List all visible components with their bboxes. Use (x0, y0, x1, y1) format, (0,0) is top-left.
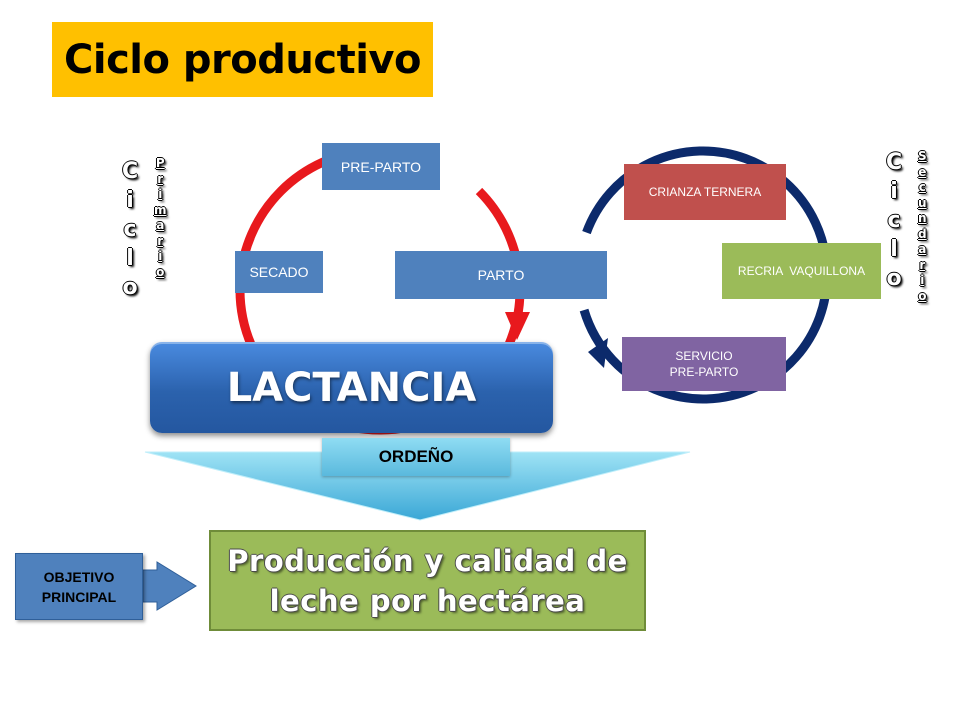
ordeno-tab: ORDEÑO (322, 438, 510, 476)
produccion-line1: Producción y calidad de (227, 543, 628, 578)
letter: a (156, 218, 165, 232)
letter: i (920, 273, 925, 287)
secondary-cycle-ring (574, 146, 832, 404)
letter: r (919, 257, 926, 272)
objetivo-principal-box: OBJETIVO PRINCIPAL (15, 553, 143, 620)
letter: o (156, 264, 165, 279)
letter: c (887, 208, 901, 233)
secado-label: SECADO (249, 264, 309, 280)
letter: c (123, 217, 137, 242)
letter: d (918, 226, 927, 241)
objetivo-arrow (142, 561, 197, 611)
ciclo-secundario-word2: S e c u n d a r i o (918, 149, 927, 304)
parto-label: PARTO (477, 267, 525, 283)
letter: c (918, 180, 926, 194)
ordeno-label: ORDEÑO (378, 447, 454, 466)
secondary-cycle-arrowhead (588, 338, 608, 368)
objetivo-line1: OBJETIVO (43, 568, 115, 585)
objetivo-line2: PRINCIPAL (41, 588, 117, 605)
letter: i (158, 187, 163, 201)
title-banner: Ciclo productivo (52, 22, 433, 97)
letter: i (890, 179, 898, 204)
servicio-label-line2: PRE-PARTO (669, 365, 739, 379)
pre-parto-label: PRE-PARTO (340, 158, 422, 175)
letter: C (122, 159, 139, 184)
letter: l (126, 246, 134, 271)
letter: n (918, 211, 927, 225)
letter: P (155, 156, 165, 170)
secado-box: SECADO (235, 251, 323, 293)
parto-box: PARTO (395, 251, 607, 299)
servicio-pre-parto-box: SERVICIO PRE-PARTO (622, 337, 786, 391)
letter: m (154, 202, 167, 217)
lactancia-label: LACTANCIA (226, 364, 477, 411)
letter: r (157, 233, 164, 248)
letter: a (918, 242, 927, 256)
crianza-ternera-box: CRIANZA TERNERA (624, 164, 786, 220)
recria-vaquillona-box: RECRIA VAQUILLONA (722, 243, 881, 299)
ciclo-primario-word1: C i c l o (122, 157, 138, 302)
ciclo-secundario-word1: C i c l o (886, 148, 902, 293)
pre-parto-box: PRE-PARTO (322, 143, 440, 190)
primary-cycle-arrowhead (505, 312, 530, 340)
letter: r (157, 171, 164, 186)
crianza-ternera-label: CRIANZA TERNERA (648, 185, 762, 199)
letter: i (158, 249, 163, 263)
letter: u (918, 195, 927, 210)
produccion-line2: leche por hectárea (269, 583, 586, 618)
recria-vaquillona-label: RECRIA VAQUILLONA (737, 264, 866, 278)
letter: i (126, 188, 134, 213)
produccion-box: Producción y calidad de leche por hectár… (209, 530, 646, 631)
letter: S (918, 149, 927, 163)
letter: o (918, 288, 927, 303)
letter: e (918, 164, 927, 179)
letter: l (890, 237, 898, 262)
page-title: Ciclo productivo (64, 36, 421, 83)
lactancia-box: LACTANCIA (150, 342, 553, 433)
letter: o (122, 275, 138, 300)
letter: o (886, 266, 902, 291)
letter: C (886, 150, 903, 175)
ciclo-primario-word2: P r i m a r i o (154, 156, 167, 280)
servicio-label-line1: SERVICIO (675, 349, 733, 363)
